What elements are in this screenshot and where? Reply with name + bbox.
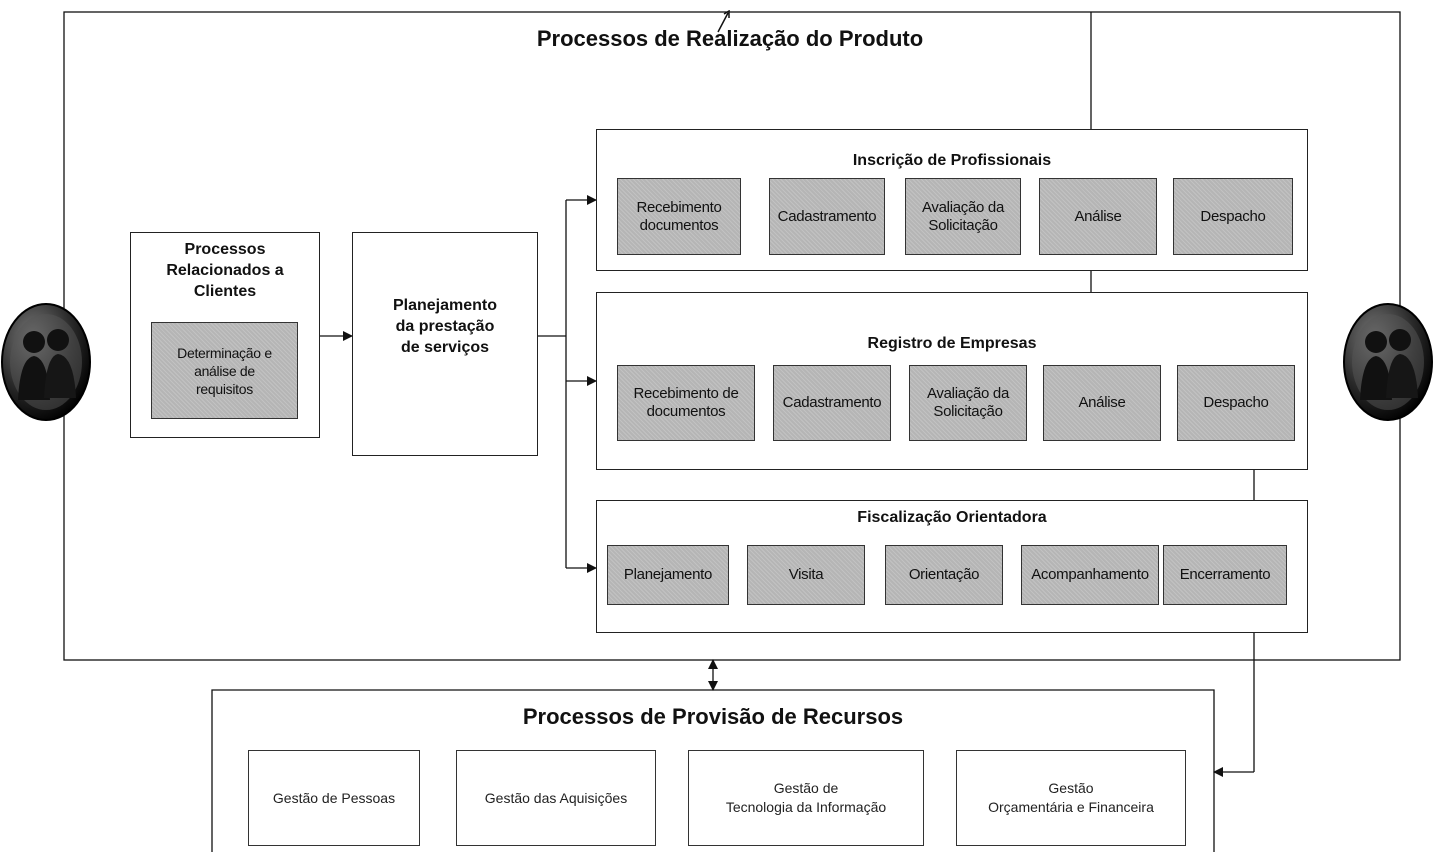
fiscalizacao-visita: Visita [747, 545, 865, 605]
fiscalizacao-orientacao: Orientação [885, 545, 1003, 605]
planejamento-box: Planejamento da prestação de serviços [352, 232, 538, 456]
clientes-box: Processos Relacionados a Clientes Determ… [130, 232, 320, 438]
inscricao-analise: Análise [1039, 178, 1157, 255]
registro-avaliacao: Avaliação da Solicitação [909, 365, 1027, 441]
registro-title: Registro de Empresas [867, 335, 1037, 352]
gestao-orcamentaria-box: Gestão Orçamentária e Financeira [956, 750, 1186, 846]
inscricao-cadastramento: Cadastramento [769, 178, 885, 255]
inscricao-avaliacao: Avaliação da Solicitação [905, 178, 1021, 255]
inscricao-despacho: Despacho [1173, 178, 1293, 255]
fiscalizacao-planejamento: Planejamento [607, 545, 729, 605]
main-title: Processos de Realização do Produto [536, 26, 924, 51]
registro-despacho: Despacho [1177, 365, 1295, 441]
registro-analise: Análise [1043, 365, 1161, 441]
customers-icon [1343, 303, 1433, 421]
clientes-title: Processos Relacionados a Clientes [166, 241, 284, 300]
pointer-mark-icon [717, 10, 730, 33]
registro-recebimento: Recebimento de documentos [617, 365, 755, 441]
customers-icon [1, 303, 91, 421]
fiscalizacao-group: Fiscalização Orientadora Planejamento Vi… [596, 500, 1308, 633]
fiscalizacao-acompanhamento: Acompanhamento [1021, 545, 1159, 605]
fiscalizacao-encerramento: Encerramento [1163, 545, 1287, 605]
inscricao-title: Inscrição de Profissionais [852, 152, 1052, 169]
fiscalizacao-title: Fiscalização Orientadora [857, 509, 1047, 526]
provisao-title: Processos de Provisão de Recursos [522, 704, 904, 729]
planejamento-label: Planejamento da prestação de serviços [392, 296, 498, 356]
gestao-pessoas-box: Gestão de Pessoas [248, 750, 420, 846]
inscricao-group: Inscrição de Profissionais Recebimento d… [596, 129, 1308, 271]
inscricao-recebimento: Recebimento documentos [617, 178, 741, 255]
gestao-aquisicoes-box: Gestão das Aquisições [456, 750, 656, 846]
gestao-ti-box: Gestão de Tecnologia da Informação [688, 750, 924, 846]
determinacao-requisitos-box: Determinação e análise de requisitos [151, 322, 298, 419]
registro-cadastramento: Cadastramento [773, 365, 891, 441]
registro-group: Registro de Empresas Recebimento de docu… [596, 292, 1308, 470]
